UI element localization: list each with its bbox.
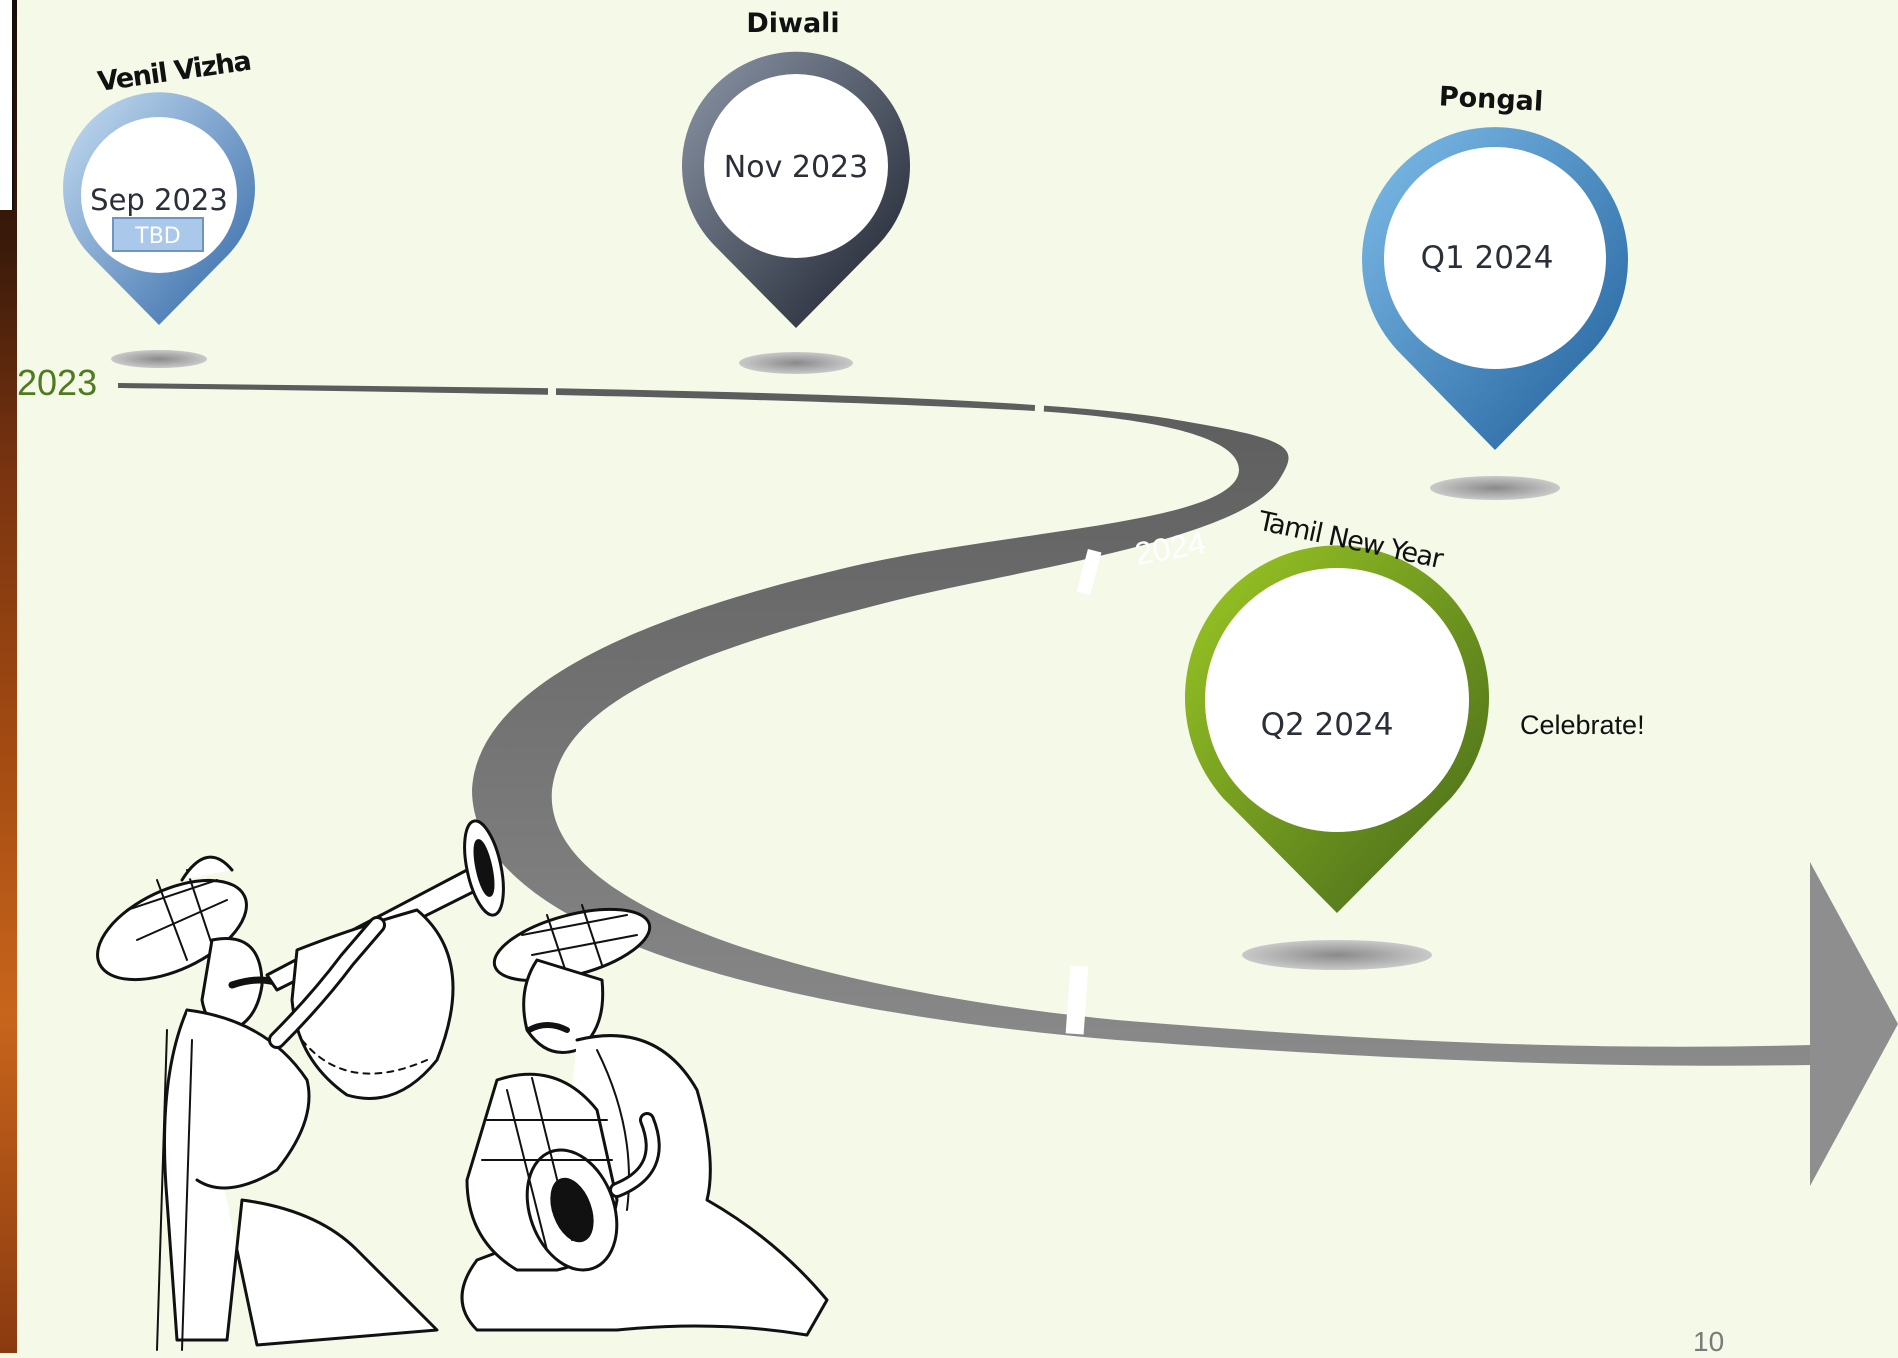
year-label-2023: 2023 (17, 362, 97, 403)
celebrate-note: Celebrate! (1520, 710, 1645, 741)
milestone-tamil-new-year[interactable]: Tamil New Year Q2 2024 (1185, 506, 1489, 970)
milestone-date: Q2 2024 (1261, 707, 1394, 743)
tbd-badge-label: TBD (134, 224, 180, 249)
milestone-date: Q1 2024 (1421, 240, 1554, 276)
milestone-title: Venil Vizha (96, 46, 254, 98)
milestone-title: Diwali (746, 8, 839, 39)
milestone-date: Nov 2023 (724, 150, 868, 185)
milestone-venil-vizha[interactable]: Venil Vizha Sep 2023 TBD (63, 46, 255, 368)
milestone-date: Sep 2023 (90, 183, 228, 217)
window-edge (0, 0, 14, 210)
milestone-pongal[interactable]: Pongal Q1 2024 (1362, 81, 1628, 500)
musicians-illustration-icon (83, 818, 827, 1350)
milestone-title: Pongal (1438, 81, 1544, 117)
page-number: 10 (1693, 1326, 1724, 1358)
milestone-diwali[interactable]: Diwali Nov 2023 (682, 8, 910, 374)
timeline-slide: 2023 2024 Venil Vizha Sep 2023 TBD Diwal… (17, 0, 1898, 1353)
